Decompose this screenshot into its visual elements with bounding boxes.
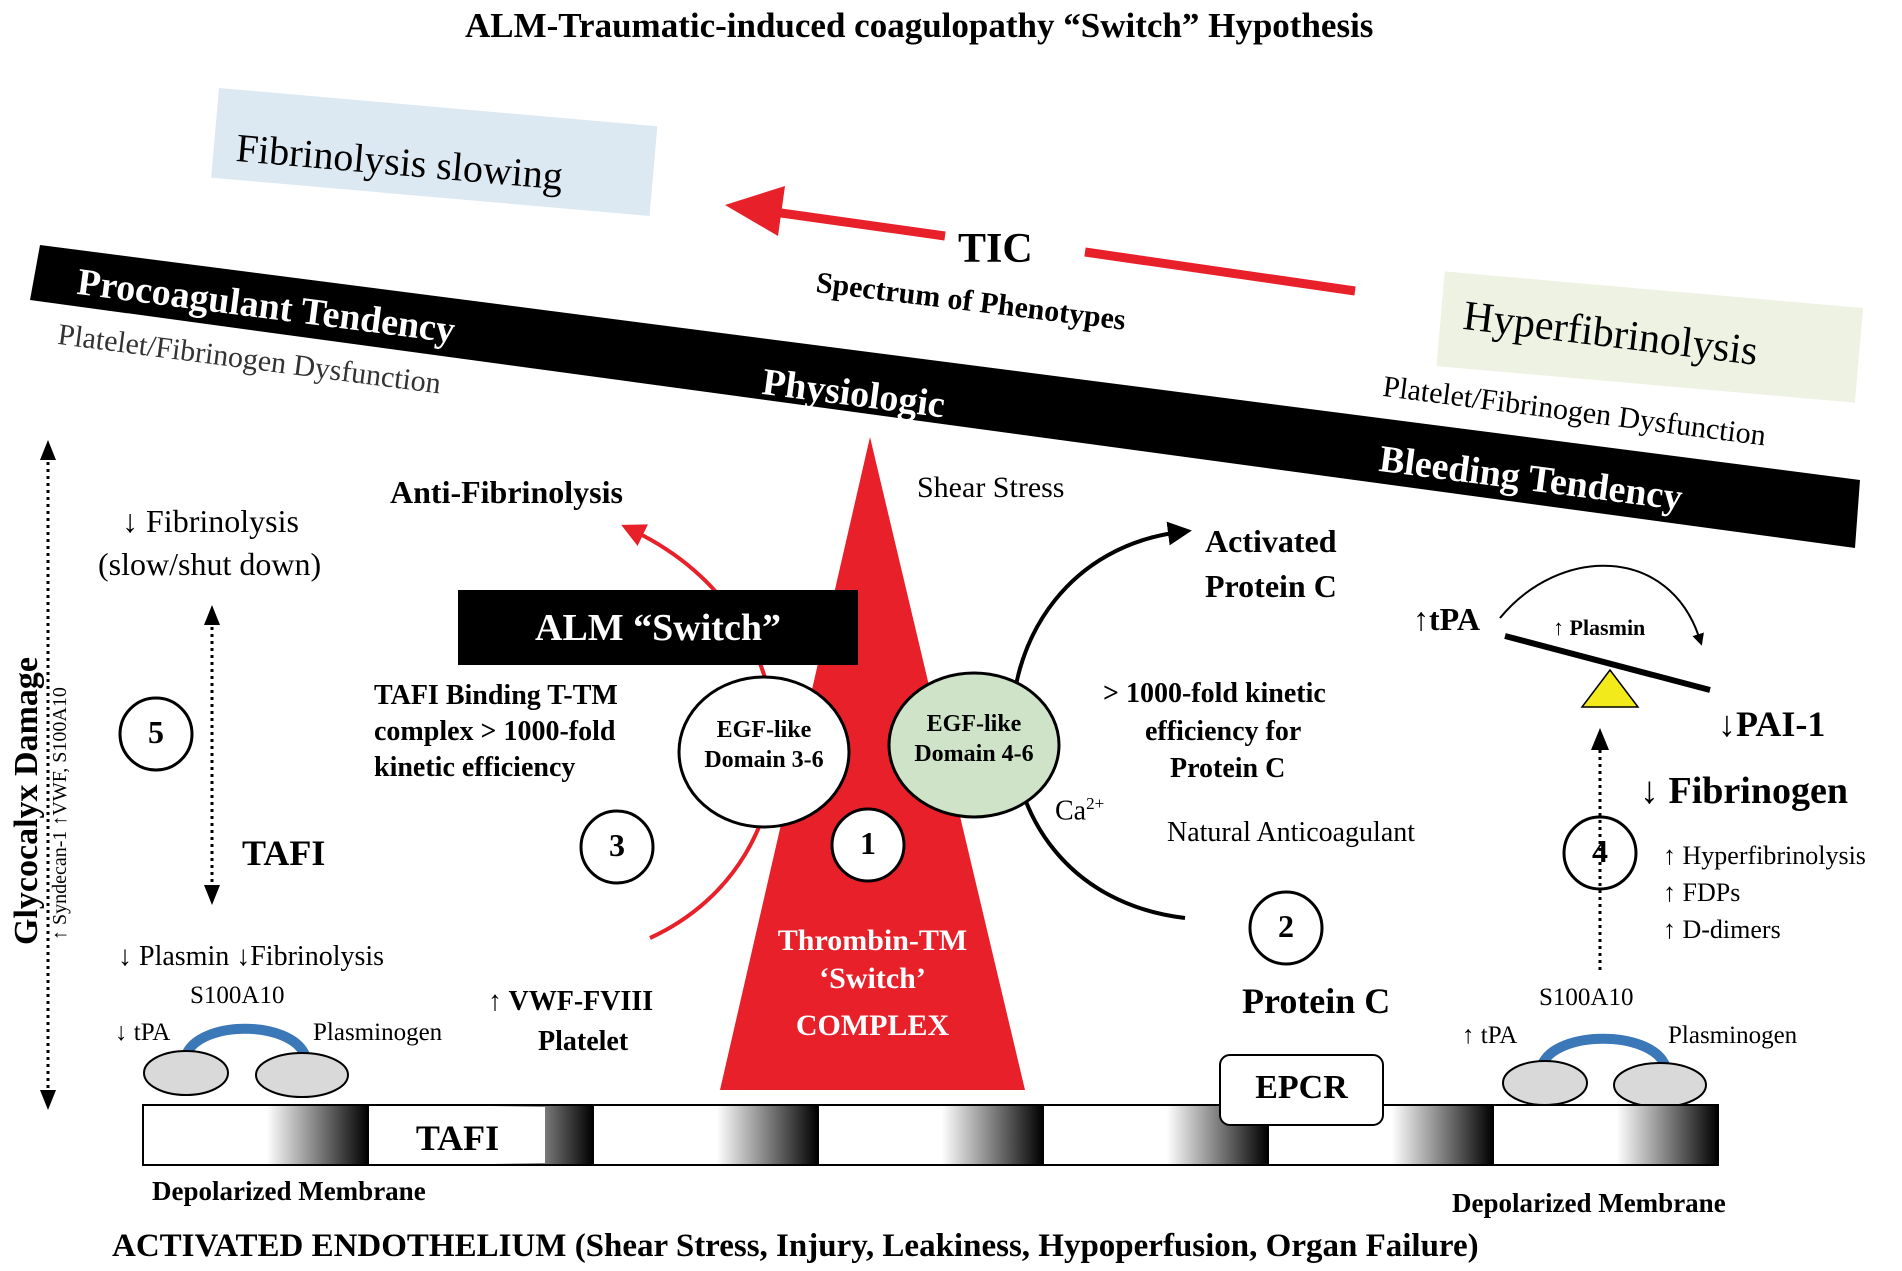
step-2-circle [1248,890,1324,966]
step4-arrow-up [1591,728,1609,750]
tafi-binding-line-2: complex > 1000-fold [374,716,616,747]
kinetic-line-1: > 1000-fold kinetic [1103,678,1326,709]
hyperfibrinolysis-up-label: ↑ Hyperfibrinolysis [1663,841,1866,870]
calcium-symbol: Ca [1055,795,1087,827]
natural-anticoagulant-label: Natural Anticoagulant [1167,817,1416,848]
tpa-left-label: ↓ tPA [115,1019,171,1046]
membrane-segment [142,1104,369,1166]
s100a10-link-left [181,1023,310,1058]
plasminogen-right-label: Plasminogen [1668,1022,1798,1049]
kinetic-line-3: Protein C [1170,753,1286,784]
hyperfibrinolysis-box [1436,271,1864,403]
fibrinolysis-slowing-box [211,87,658,216]
depolarized-membrane-left-label: Depolarized Membrane [152,1176,426,1206]
activated-endothelium-footer: ACTIVATED ENDOTHELIUM (Shear Stress, Inj… [112,1228,1479,1264]
tafi-binding-line-1: TAFI Binding T-TM [374,680,618,711]
plasminogen-oval-right [1613,1062,1707,1108]
step-3-number: 3 [609,827,625,863]
tic-arrowhead [725,186,785,236]
tpa-up-label: ↑tPA [1413,601,1480,637]
fibrinolysis-shutdown-label: (slow/shut down) [98,546,322,582]
tic-arrow-right [1084,247,1356,296]
fdps-up-label: ↑ FDPs [1663,878,1741,907]
step-1-number: 1 [860,825,876,861]
step-4-circle [1562,815,1638,891]
protein-c-label: Protein C [1242,981,1391,1021]
thrombin-tm-line-2: ‘Switch’ [819,962,926,995]
spectrum-bar [30,245,1860,548]
thrombin-tm-line-1: Thrombin-TM [777,924,968,957]
step5-arrow-down [204,885,220,905]
anti-fibrinolysis-label: Anti-Fibrinolysis [390,474,623,510]
calcium-label: Ca2+ [1055,795,1104,825]
tafi-membrane-label: TAFI [415,1118,500,1158]
glycocalyx-arrow-up [40,440,56,460]
step-5-circle [118,696,194,772]
depolarized-membrane-right-label: Depolarized Membrane [1452,1188,1726,1218]
s100a10-right-label: S100A10 [1539,984,1634,1011]
activated-protein-c-line-2: Protein C [1205,568,1337,604]
step-2-number: 2 [1278,908,1294,944]
glycocalyx-arrow-down [40,1090,56,1110]
epcr-label: EPCR [1255,1069,1348,1106]
step-3-circle [579,809,655,885]
tafi-left-label: TAFI [242,833,326,873]
membrane-segment [1492,1104,1719,1166]
fibrinolysis-down-label: ↓ Fibrinolysis [122,503,299,539]
plasminogen-left-label: Plasminogen [313,1019,443,1046]
shear-stress-label: Shear Stress [917,471,1065,504]
tic-arrow-left [759,205,946,241]
egf-3-6-line-2: Domain 3-6 [704,747,824,773]
s100a10-link-right [1537,1033,1670,1068]
glycocalyx-damage-label: Glycocalyx Damage [8,657,45,945]
plasminogen-oval-left [255,1052,349,1098]
plasmin-up-label: ↑ Plasmin [1553,615,1646,640]
tpa-oval-right [1502,1060,1588,1106]
alm-switch-label: ALM “Switch” [535,607,781,649]
step-4-number: 4 [1592,833,1608,869]
epcr-box [1219,1054,1384,1126]
vwf-fviii-label: ↑ VWF-FVIII [488,986,654,1017]
glycocalyx-markers-label: ↑ Syndecan-1 ↑VWF, S100A10 [49,687,71,940]
tpa-right-label: ↑ tPA [1462,1022,1518,1049]
kinetic-line-2: efficiency for [1145,716,1302,747]
step-5-number: 5 [148,714,164,750]
egf-4-6-line-1: EGF-like [926,711,1022,737]
vwf-platelet-label: Platelet [538,1026,629,1057]
d-dimers-up-label: ↑ D-dimers [1663,915,1781,944]
plasmin-fibrinolysis-down-label: ↓ Plasmin ↓Fibrinolysis [118,941,385,972]
thrombin-tm-triangle [720,437,1025,1090]
s100a10-left-label: S100A10 [190,982,285,1009]
thrombin-tm-line-3: COMPLEX [795,1009,950,1042]
alm-switch-box [458,590,858,665]
tafi-membrane-box [370,1107,545,1163]
diagram-title: ALM-Traumatic-induced coagulopathy “Swit… [465,6,1374,45]
balance-beam [1504,633,1711,693]
pai1-label: ↓PAI-1 [1718,704,1826,744]
egf-3-6-line-1: EGF-like [716,717,812,743]
tafi-binding-line-3: kinetic efficiency [374,752,576,783]
fibrinogen-down-label: ↓ Fibrinogen [1640,770,1848,812]
membrane-segment [592,1104,819,1166]
egf-domain-3-6-ellipse [677,675,851,829]
activated-protein-c-line-1: Activated [1205,523,1337,559]
calcium-superscript: 2+ [1086,794,1105,813]
tic-label: TIC [958,226,1033,272]
egf-domain-4-6-ellipse [887,671,1061,819]
balance-fulcrum [1580,668,1640,708]
egf-4-6-line-2: Domain 4-6 [914,741,1034,767]
plasmin-arc-arrow [1499,564,1704,646]
tpa-oval-left [143,1050,229,1096]
membrane-segment [817,1104,1044,1166]
step-1-circle [830,807,906,883]
step5-arrow-up [204,605,220,625]
